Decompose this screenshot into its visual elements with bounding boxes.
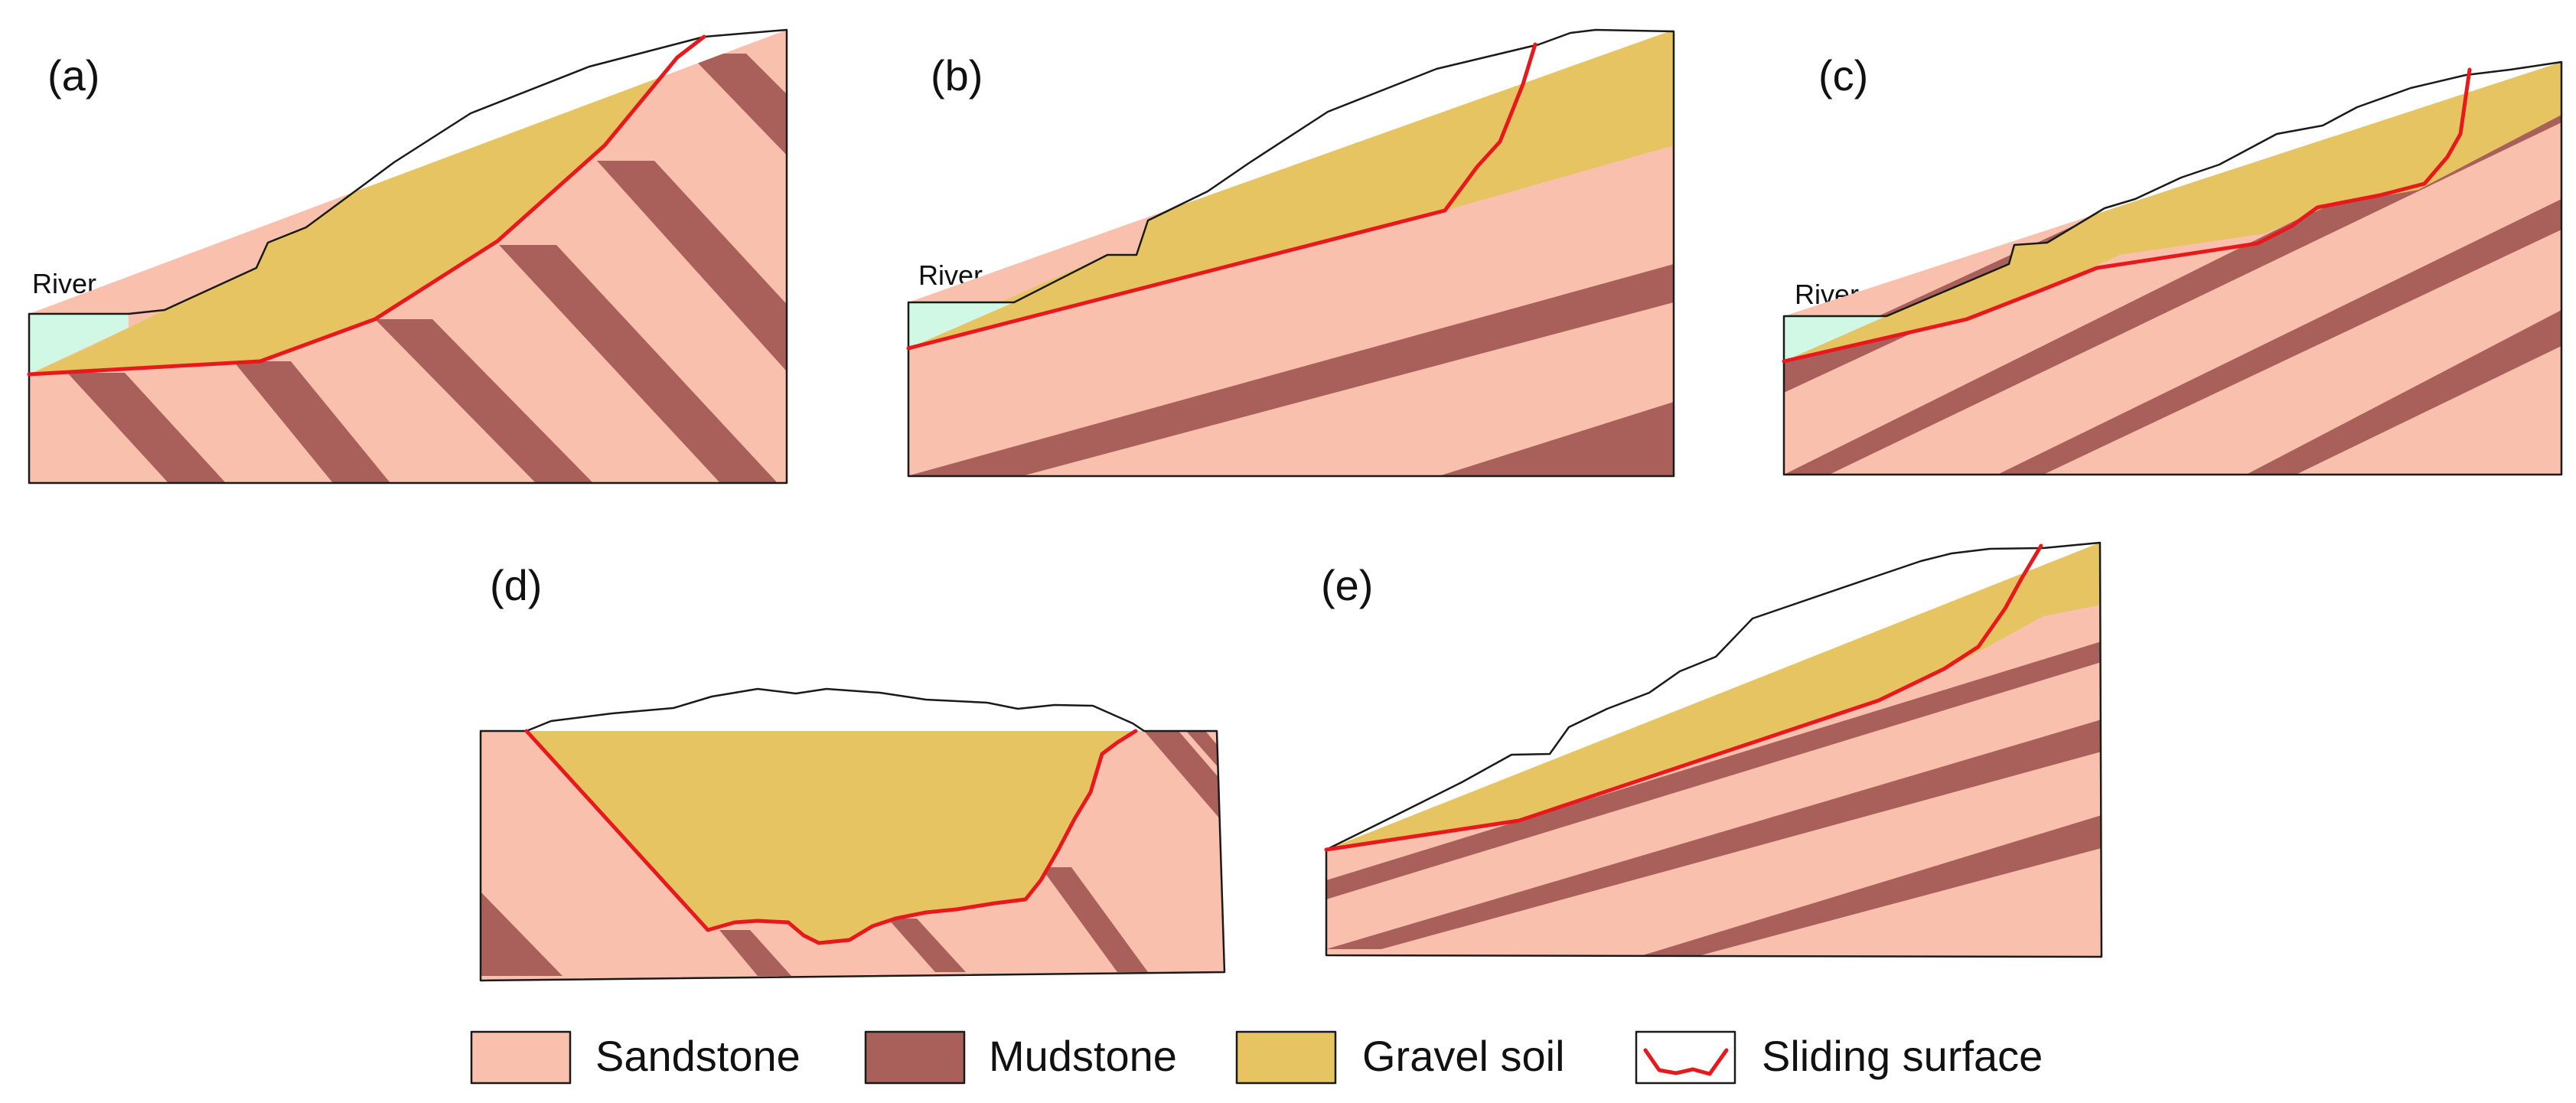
panel-e-mudstone-band <box>1326 641 2102 899</box>
panel-d-mudstone-band <box>1186 731 1220 769</box>
panel-a-mudstone-band <box>233 361 390 483</box>
panel-d: (d) <box>479 561 1226 982</box>
panel-d-mudstone-band <box>1041 867 1148 972</box>
legend-label-sliding-surface: Sliding surface <box>1762 1032 2043 1080</box>
legend: Sandstone Mudstone Gravel soil Sliding s… <box>470 1030 2043 1085</box>
panel-b: (b) River <box>906 28 1675 478</box>
panel-e-mudstone-band <box>1638 815 2102 957</box>
panel-a-strata <box>29 30 787 483</box>
panel-c-label: (c) <box>1818 51 1868 100</box>
panel-a-river <box>29 314 129 374</box>
panel-d-mudstone-band <box>888 919 966 972</box>
panel-d-sliding-surface <box>524 729 1138 945</box>
panel-b-sliding-surface <box>906 42 1537 351</box>
panel-c-gravel-soil <box>1784 62 2561 361</box>
panel-a-mudstone-band <box>597 161 787 377</box>
panel-e-gravel-soil <box>1326 543 2102 850</box>
panel-b-strata <box>908 30 1674 476</box>
panel-c-mudstone-band <box>2246 310 2561 475</box>
panel-d-mudstone-band <box>1144 731 1221 821</box>
legend-item-mudstone: Mudstone <box>864 1030 1177 1085</box>
panel-e: (e) <box>1321 541 2103 958</box>
legend-swatch-mudstone <box>864 1030 966 1085</box>
panel-a-mudstone-band <box>67 373 226 483</box>
panel-e-strata <box>1326 543 2102 957</box>
panel-a-sliding-surface <box>27 34 706 377</box>
panel-d-strata <box>481 731 1224 981</box>
panel-a-gravel-soil <box>29 30 787 374</box>
panel-c: (c) River <box>1782 51 2563 476</box>
panel-d-outline <box>479 687 1226 982</box>
panel-a-outline <box>28 28 788 485</box>
panel-c-river <box>1784 316 1886 361</box>
panel-b-gravel-soil <box>908 30 1674 348</box>
panel-b-outline <box>907 28 1675 478</box>
panel-d-mudstone-band <box>719 930 791 976</box>
panel-e-label: (e) <box>1321 561 1373 609</box>
panel-a-mudstone-band <box>499 245 778 483</box>
panel-a: (a) River <box>27 28 788 485</box>
panel-d-label: (d) <box>490 561 542 609</box>
panel-e-sliding-surface <box>1324 543 2043 852</box>
panel-c-strata <box>1784 62 2561 475</box>
legend-item-sliding-surface: Sliding surface <box>1635 1030 2043 1085</box>
legend-label-gravel-soil: Gravel soil <box>1362 1032 1565 1080</box>
panel-b-mudstone-band <box>1439 402 1674 476</box>
panel-a-mudstone-band <box>689 54 787 161</box>
legend-sliding-surface-line <box>1643 1048 1729 1076</box>
panel-c-mudstone-band <box>1997 199 2561 475</box>
legend-swatch-gravel-soil <box>1235 1030 1337 1085</box>
panel-d-mudstone-band <box>481 892 562 976</box>
panel-a-mudstone-band <box>375 319 593 483</box>
legend-swatch-sandstone <box>470 1030 572 1085</box>
panel-c-outline <box>1782 60 2563 476</box>
panel-e-outline <box>1325 541 2103 958</box>
legend-item-gravel-soil: Gravel soil <box>1235 1030 1565 1085</box>
panel-e-mudstone-band <box>1326 720 2102 949</box>
panel-b-river <box>908 302 1014 348</box>
legend-item-sandstone: Sandstone <box>470 1030 801 1085</box>
panel-b-label: (b) <box>931 51 983 100</box>
panel-c-sliding-surface <box>1782 67 2472 364</box>
panel-a-label: (a) <box>47 51 99 100</box>
legend-label-sandstone: Sandstone <box>595 1032 801 1080</box>
panel-b-mudstone-band <box>908 264 1674 476</box>
panel-d-gravel-soil <box>527 731 1140 943</box>
legend-label-mudstone: Mudstone <box>989 1032 1177 1080</box>
